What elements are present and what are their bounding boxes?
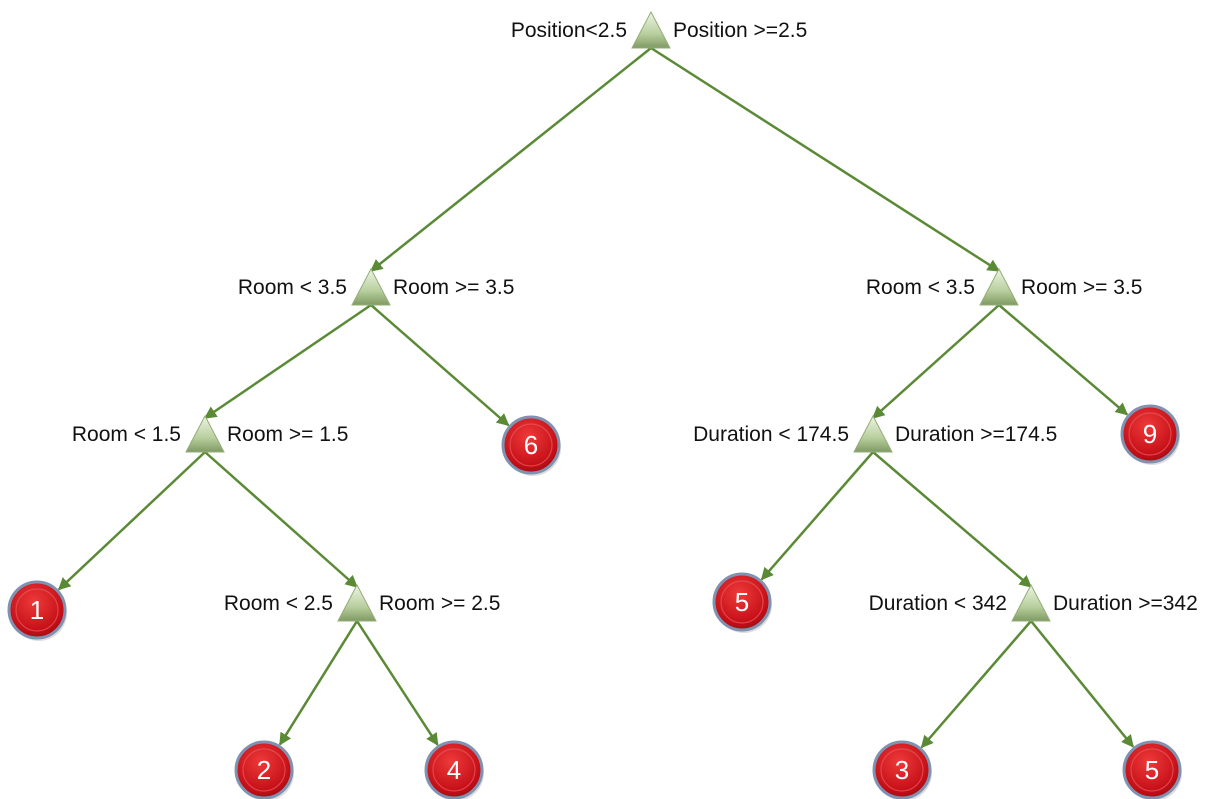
leaf-circle (1120, 404, 1180, 464)
edge-l-ll (203, 303, 372, 420)
leaf-value: 5 (735, 587, 749, 617)
edge-ll-lll (57, 451, 206, 591)
leaf-node-rlrr: 5 (1122, 740, 1182, 799)
leaf-value: 9 (1143, 419, 1157, 449)
leaf-circle (424, 740, 484, 799)
split-right-label: Room >= 1.5 (227, 423, 348, 446)
split-node-rl: Duration < 174.5 Duration >=174.5 (693, 414, 1057, 453)
leaf-inner-ring (242, 748, 286, 792)
split-left-label: Room < 3.5 (866, 276, 975, 299)
split-triangle (853, 414, 893, 453)
leaf-inner-ring (1130, 748, 1174, 792)
edge-r-rr (998, 304, 1129, 416)
leaf-node-rr: 9 (1120, 404, 1180, 465)
edge-root-l (370, 47, 652, 272)
leaf-value: 3 (895, 755, 909, 785)
leaf-value: 4 (447, 755, 461, 785)
split-node-root: Position<2.5 Position >=2.5 (511, 10, 807, 49)
edge-rlr-rlrl (920, 620, 1032, 749)
split-left-label: Position<2.5 (511, 19, 627, 42)
split-node-r: Room < 3.5 Room >= 3.5 (866, 267, 1142, 306)
leaf-node-rlrl: 3 (872, 740, 932, 799)
edge-r-rl (872, 304, 1000, 419)
split-left-label: Duration < 174.5 (693, 423, 849, 446)
split-triangle (185, 414, 225, 453)
leaf-value: 1 (30, 595, 44, 625)
leaf-inner-ring (1128, 412, 1172, 456)
edge-llr-llrr (355, 620, 439, 746)
leaf-inner-ring (720, 580, 764, 624)
split-right-label: Room >= 3.5 (1021, 276, 1142, 299)
split-right-label: Room >= 2.5 (379, 592, 500, 615)
edge-rl-rlr (872, 451, 1032, 588)
leaf-inner-ring (432, 748, 476, 792)
leaf-value: 6 (524, 430, 538, 460)
leaf-node-rll: 5 (712, 572, 772, 633)
split-left-label: Room < 2.5 (224, 592, 333, 615)
split-node-rlr: Duration < 342 Duration >=342 (869, 583, 1198, 622)
split-left-label: Room < 3.5 (238, 276, 347, 299)
leaf-inner-ring (509, 423, 553, 467)
split-node-l: Room < 3.5 Room >= 3.5 (238, 267, 514, 306)
leaf-circle (872, 740, 932, 799)
leaf-node-lll: 1 (7, 580, 67, 641)
split-right-label: Duration >=174.5 (895, 423, 1057, 446)
leaf-inner-ring (15, 588, 59, 632)
edge-l-lr (370, 304, 510, 427)
leaf-circle (7, 580, 67, 640)
edge-ll-llr (204, 451, 358, 588)
split-right-label: Room >= 3.5 (393, 276, 514, 299)
split-right-label: Duration >=342 (1053, 592, 1198, 615)
leaf-circle (234, 740, 294, 799)
leaf-node-lr: 6 (501, 415, 561, 476)
leaf-circle (712, 572, 772, 632)
leaf-inner-ring (880, 748, 924, 792)
split-left-label: Duration < 342 (869, 592, 1007, 615)
leaf-circle (1122, 740, 1182, 799)
split-triangle (337, 583, 377, 622)
edge-root-r (650, 46, 1001, 273)
split-node-ll: Room < 1.5 Room >= 1.5 (72, 414, 348, 453)
split-triangle (979, 267, 1019, 306)
split-triangle (631, 10, 671, 49)
leaf-node-llrl: 2 (234, 740, 294, 799)
leaf-circle (501, 415, 561, 475)
edge-rl-rll (760, 451, 874, 581)
split-triangle (1011, 583, 1051, 622)
edge-rlr-rlrr (1030, 620, 1135, 748)
tree-edges (57, 46, 1135, 749)
leaf-value: 2 (257, 755, 271, 785)
edge-llr-llrl (278, 620, 359, 746)
leaf-node-llrr: 4 (424, 740, 484, 799)
split-triangle (351, 267, 391, 306)
split-node-llr: Room < 2.5 Room >= 2.5 (224, 583, 500, 622)
split-right-label: Position >=2.5 (673, 19, 807, 42)
split-left-label: Room < 1.5 (72, 423, 181, 446)
leaf-value: 5 (1145, 755, 1159, 785)
